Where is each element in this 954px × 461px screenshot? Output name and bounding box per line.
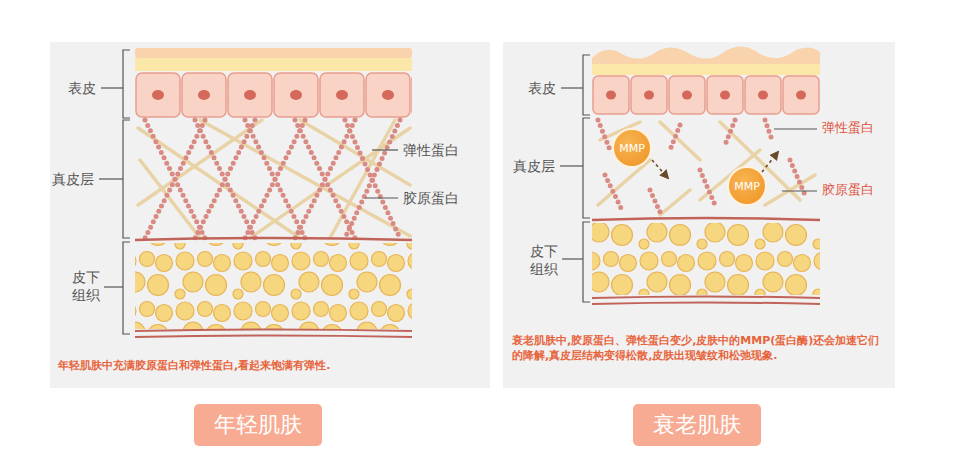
enzyme-circle: MMP [727,166,767,206]
layer-label: 皮下组织 [72,268,100,304]
fiber-label: 弹性蛋白 [822,120,874,137]
node-text: 衰老肌肤 [653,410,741,440]
layer-label: 皮下组织 [530,242,558,278]
node-text: MMP [734,180,760,193]
title-button: 衰老肌肤 [633,404,761,446]
aged-subcutis [592,218,820,304]
enzyme-circle: MMP [612,128,652,168]
node-text: 年轻肌肤 [214,410,302,440]
title-button: 年轻肌肤 [194,404,322,446]
panel-backgrounds [50,42,895,388]
caption-note: 衰老肌肤中,胶原蛋白、弹性蛋白变少,皮肤中的MMP(蛋白酶)还会加速它们的降解,… [512,333,890,363]
young-subcutis [135,238,412,337]
fiber-label: 胶原蛋白 [403,189,459,207]
aged-collagen [598,122,815,215]
fiber-label: 胶原蛋白 [822,182,874,199]
layer-label: 真皮层 [513,157,555,175]
layer-label: 真皮层 [52,170,94,188]
layer-label: 表皮 [68,79,96,97]
fiber-label: 弹性蛋白 [403,141,459,159]
caption-note: 年轻肌肤中充满胶原蛋白和弹性蛋白,看起来饱满有弹性. [58,358,486,373]
young-epidermis [135,48,412,118]
young-brackets [99,50,398,334]
young-elastin [145,120,400,238]
node-text: MMP [619,142,645,155]
aged-epidermis [592,46,820,115]
young-collagen [138,120,410,238]
aged-elastin [598,120,805,212]
aged-brackets [560,55,817,302]
layer-label: 表皮 [528,79,556,97]
